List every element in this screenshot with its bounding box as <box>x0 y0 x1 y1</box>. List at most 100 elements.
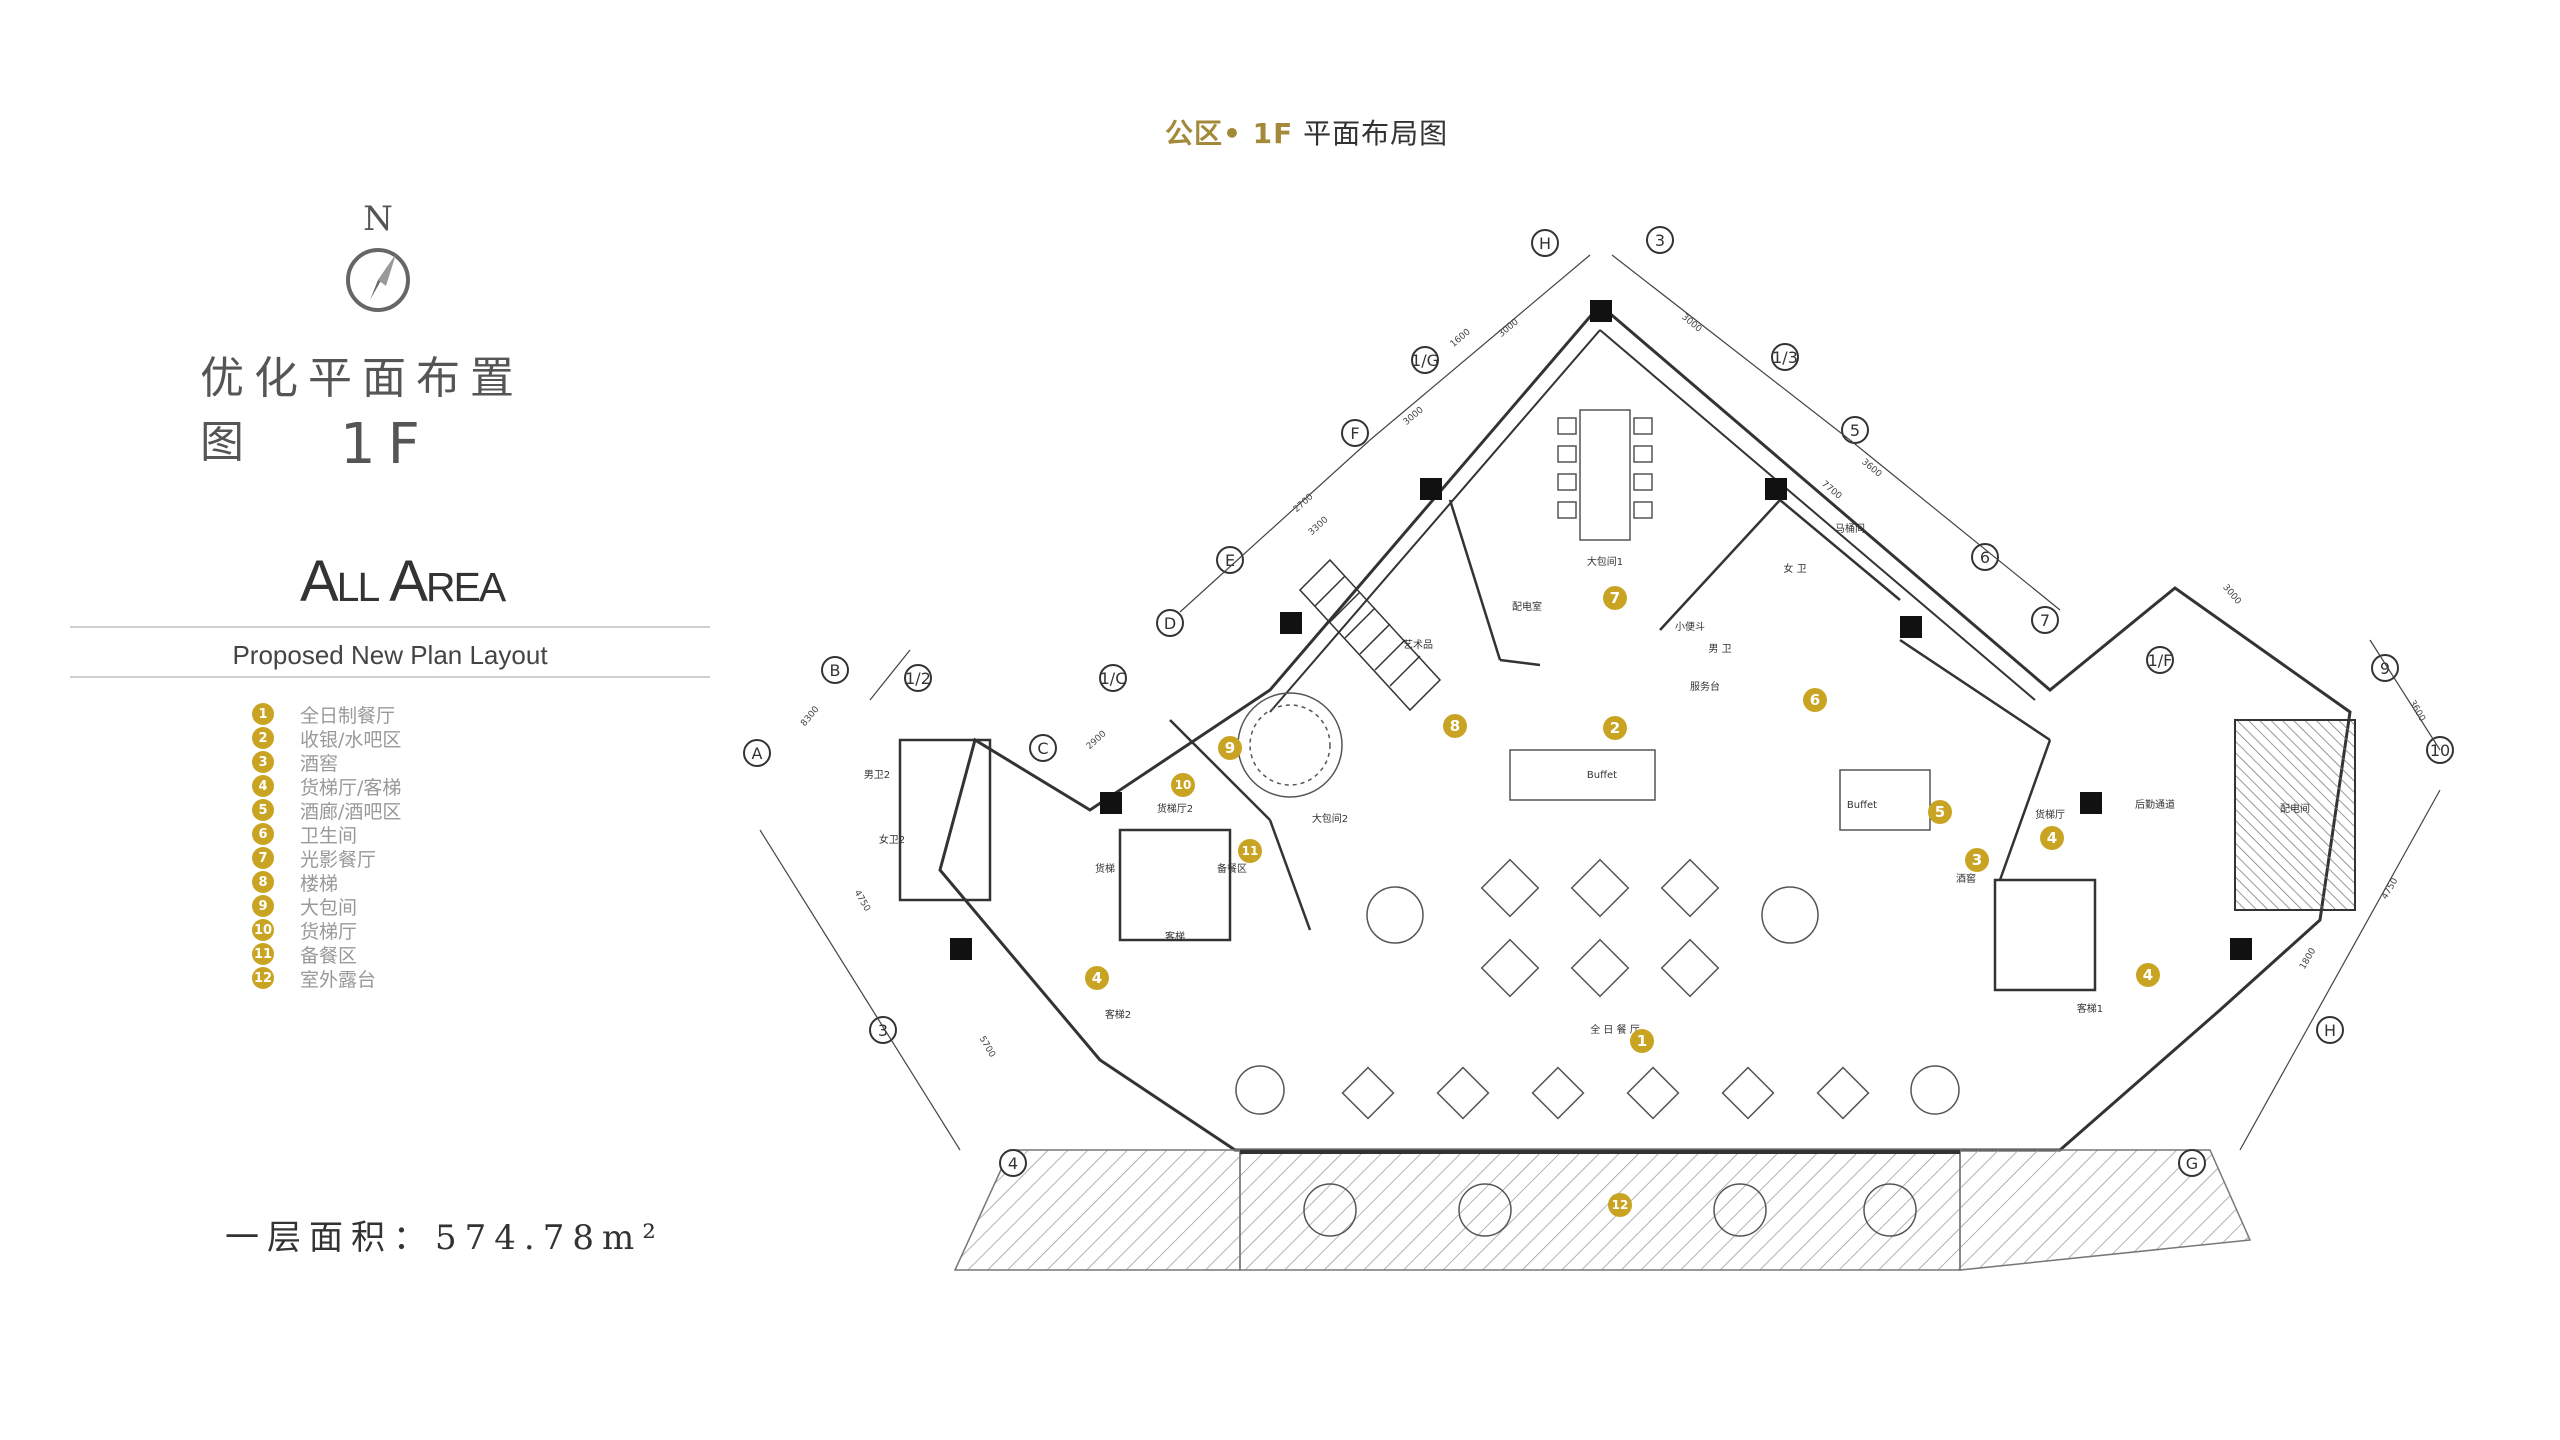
room-label: 货梯 <box>1095 862 1115 875</box>
room-label: 备餐区 <box>1217 862 1247 875</box>
grid-axis-label: C <box>1037 739 1048 758</box>
grid-axis-label: B <box>830 661 841 680</box>
page-title-rest: 平面布局图 <box>1293 117 1449 150</box>
room-label: Buffet <box>1847 800 1877 811</box>
building-outline <box>938 302 2352 1152</box>
page-title: 公区• 1F 平面布局图 <box>1165 112 1448 152</box>
legend-item: 11 备餐区 <box>252 942 401 967</box>
area-heading: All Area <box>300 549 506 614</box>
grid-axis-label: H <box>2324 1021 2336 1040</box>
dimension-value: 4750 <box>2380 876 2400 901</box>
dimension-value: 1600 <box>1449 327 1473 350</box>
buffet-counter-2 <box>1839 769 1931 831</box>
room-label: 大包间1 <box>1587 555 1623 568</box>
grid-axis-label: 1/F <box>2148 651 2173 670</box>
grid-axis-label: 7 <box>2040 611 2050 630</box>
grid-axis-label: 4 <box>1008 1154 1018 1173</box>
grid-axis-label: 1/G <box>1411 351 1439 370</box>
floor-plan: H 3 1/G 1/3 F 5 E 6 D 7 1/C 1/F C 9 B 1/… <box>743 226 2454 1271</box>
grid-axis-label: D <box>1164 614 1176 633</box>
grid-axis-label: 9 <box>2380 659 2390 678</box>
room-label: 配电间 <box>2280 802 2310 815</box>
room-label: 货梯厅2 <box>1157 802 1193 815</box>
dining-tables <box>1235 858 1960 1120</box>
legend-label: 酒廊/酒吧区 <box>300 800 402 823</box>
buffet-counter <box>1509 749 1656 801</box>
grid-axis-label: E <box>1225 551 1235 570</box>
grid-axis-label: A <box>752 744 763 763</box>
room-label: 客梯 <box>1165 930 1185 943</box>
room-label: 马桶间 <box>1835 522 1865 535</box>
subtitle: Proposed New Plan Layout <box>232 640 548 670</box>
long-table <box>1557 409 1653 541</box>
dimension-value: 2900 <box>1085 729 1109 752</box>
legend-marker: 6 <box>252 823 274 845</box>
columns <box>950 300 2252 960</box>
area-marker: 4 <box>2143 966 2153 984</box>
area-marker: 6 <box>1810 691 1820 709</box>
legend-label: 备餐区 <box>300 944 358 967</box>
area-marker: 7 <box>1610 589 1620 607</box>
legend-label: 楼梯 <box>300 872 339 895</box>
area-marker: 12 <box>1612 1198 1629 1212</box>
legend-label: 货梯厅 <box>300 920 358 943</box>
legend-label: 光影餐厅 <box>300 848 377 871</box>
terrace-tables <box>1303 1183 1917 1237</box>
grid-axis-label: H <box>1539 234 1551 253</box>
legend-label: 卫生间 <box>300 824 358 847</box>
dimension-value: 1800 <box>2298 946 2318 971</box>
grid-axis-label: 5 <box>1850 421 1860 440</box>
room-label: Buffet <box>1587 770 1617 781</box>
dimension-value: 7700 <box>1819 479 1843 502</box>
dimension-value: 3000 <box>1497 317 1521 340</box>
dimension-value: 3600 <box>2407 699 2427 724</box>
area-marker: 8 <box>1450 717 1460 735</box>
legend-label: 酒窖 <box>300 752 339 775</box>
room-label: 大包间2 <box>1312 812 1348 825</box>
grid-axis-label: 1/2 <box>905 669 931 688</box>
legend-marker: 12 <box>252 967 274 989</box>
grid-axis-label: 10 <box>2430 741 2450 760</box>
grid-axis-label: F <box>1350 424 1359 443</box>
area-marker: 4 <box>1092 969 1102 987</box>
room-label: 配电室 <box>1512 600 1542 613</box>
room-label: 后勤通道 <box>2135 798 2175 811</box>
room-label: 货梯厅 <box>2035 808 2065 821</box>
legend-marker: 11 <box>252 943 274 965</box>
room-label: 男 卫 <box>1708 643 1731 655</box>
dimension-values: 3000 3000 3000 2700 3300 2900 3600 8300 … <box>799 312 2427 1059</box>
room-labels: 大包间1 大包间2 艺术品 配电室 小便斗 男 卫 女 卫 马桶间 服务台 Bu… <box>864 522 2310 1036</box>
dimension-value: 3300 <box>1307 515 1331 538</box>
area-markers: 1 2 3 4 4 4 5 6 7 8 9 10 11 12 <box>1085 586 2160 1217</box>
legend-item: 6 卫生间 <box>252 822 401 847</box>
room-label: 女 卫 <box>1783 562 1806 575</box>
grid-axis-label: 3 <box>1655 231 1665 250</box>
outdoor-terrace <box>953 1149 2252 1271</box>
round-table <box>1237 692 1343 798</box>
area-marker: 11 <box>1242 844 1259 858</box>
area-marker: 1 <box>1637 1032 1647 1050</box>
floor-area-note: 一层面积：574.78m² <box>225 1218 664 1258</box>
legend-marker: 2 <box>252 727 274 749</box>
divider-top <box>70 626 710 628</box>
legend-label: 货梯厅/客梯 <box>300 776 402 799</box>
interior-walls <box>898 499 2097 992</box>
dimension-lines <box>759 254 2441 1151</box>
room-label: 酒窖 <box>1956 872 1976 885</box>
legend-marker: 4 <box>252 775 274 797</box>
room-label: 客梯1 <box>2077 1002 2103 1015</box>
stairs <box>1298 558 1442 712</box>
grid-axis-label: G <box>2186 1154 2198 1173</box>
grid-axis-label: 1/C <box>1100 669 1127 688</box>
dimension-value: 3000 <box>2220 583 2243 607</box>
dimension-value: 3000 <box>1679 312 1703 335</box>
room-label: 全 日 餐 厅 <box>1590 1023 1640 1036</box>
floor-label: 1F <box>340 412 432 477</box>
legend-marker: 1 <box>252 703 274 725</box>
